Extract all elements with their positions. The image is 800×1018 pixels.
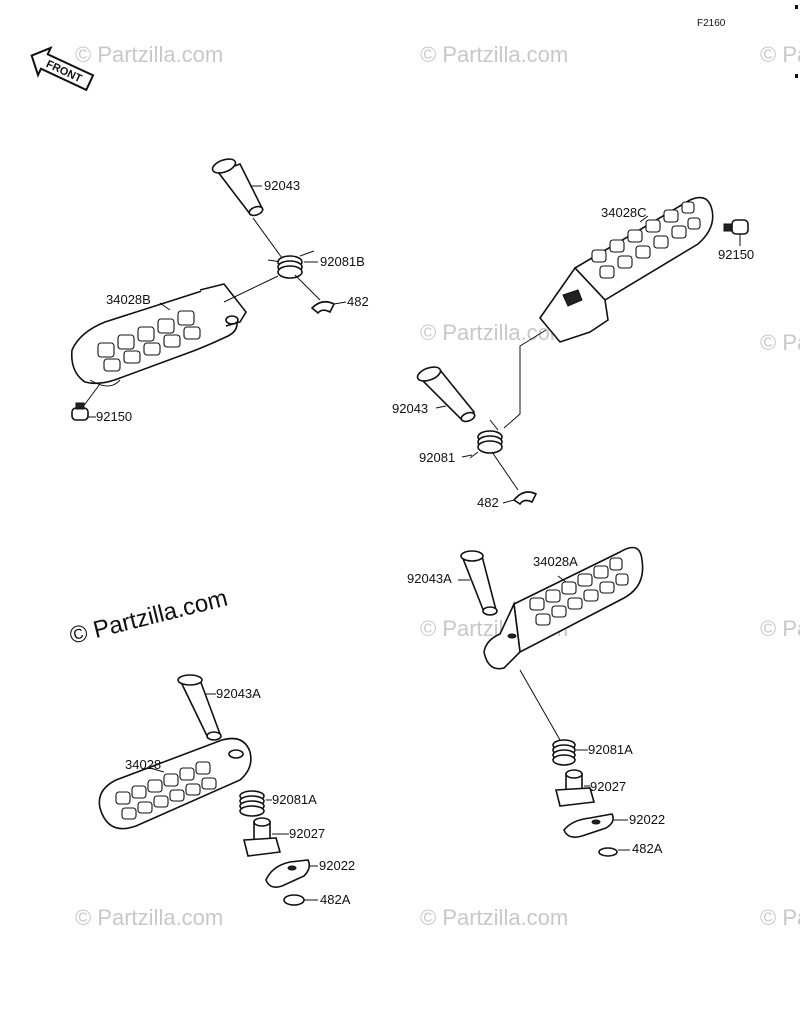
- label-92150: 92150: [96, 409, 132, 424]
- spring-92081a: [239, 790, 265, 817]
- watermark: © Partzilla.com: [75, 905, 223, 930]
- clip-482: [512, 491, 538, 506]
- assembly-top-right: 34028C 92150 92043 92081 482: [392, 196, 754, 510]
- label-92150: 92150: [718, 247, 754, 262]
- footpeg-34028: [98, 737, 252, 830]
- label-92043: 92043: [392, 401, 428, 416]
- footpeg-34028b: [70, 283, 247, 387]
- label-92027: 92027: [289, 826, 325, 841]
- watermark: © Partzilla.com: [420, 905, 568, 930]
- spring-92081: [469, 419, 503, 459]
- watermark: © Partzilla.com: [760, 616, 800, 641]
- pin-92043: [416, 366, 476, 423]
- label-92081: 92081: [419, 450, 455, 465]
- assembly-top-left: 92043 92081B 482 34028B 92150: [70, 158, 369, 424]
- label-92043a: 92043A: [216, 686, 261, 701]
- watermark: © Partzilla.com: [760, 905, 800, 930]
- pin-92043: [211, 158, 264, 217]
- bolt-92150: [723, 219, 749, 235]
- stopper-92027: [554, 769, 596, 807]
- pin-92043a: [460, 550, 498, 616]
- edge-mark: [795, 74, 798, 78]
- label-482: 482: [347, 294, 369, 309]
- label-34028b: 34028B: [106, 292, 151, 307]
- spring-92081a: [552, 739, 576, 766]
- watermark: © Partzilla.com: [420, 42, 568, 67]
- watermark: © Partzilla.com: [75, 42, 223, 67]
- label-34028c: 34028C: [601, 205, 647, 220]
- washer-482a: [598, 847, 618, 857]
- watermark: © Partzilla.com: [420, 320, 568, 345]
- watermark: © Partzilla.com: [760, 42, 800, 67]
- clip-482: [310, 300, 336, 315]
- washer-482a: [283, 894, 305, 906]
- bolt-92150: [71, 402, 89, 421]
- assembly-bottom-left: 92043A 34028 92081A 92027 92022 482A: [98, 674, 355, 907]
- label-34028: 34028: [125, 757, 161, 772]
- footpeg-34028c: [538, 196, 714, 343]
- label-482a: 482A: [632, 841, 663, 856]
- label-92043a: 92043A: [407, 571, 452, 586]
- label-92081b: 92081B: [320, 254, 365, 269]
- label-92043: 92043: [264, 178, 300, 193]
- diagram-code: F2160: [697, 18, 726, 29]
- label-92022: 92022: [629, 812, 665, 827]
- stopper-92027: [242, 817, 282, 857]
- label-482a: 482A: [320, 892, 351, 907]
- spring-92081b: [267, 250, 315, 279]
- plate-92022: [265, 859, 311, 888]
- label-92027: 92027: [590, 779, 626, 794]
- assembly-bottom-right: 92043A 34028A 92081A 92027 92022 482A: [407, 546, 665, 857]
- watermark-main: © Partzilla.com: [67, 585, 230, 650]
- footpeg-34028a: [483, 546, 644, 670]
- edge-mark: [795, 5, 798, 9]
- plate-92022: [563, 813, 614, 838]
- label-92081a: 92081A: [588, 742, 633, 757]
- label-34028a: 34028A: [533, 554, 578, 569]
- label-482: 482: [477, 495, 499, 510]
- pin-92043a: [177, 674, 222, 741]
- label-92081a: 92081A: [272, 792, 317, 807]
- label-92022: 92022: [319, 858, 355, 873]
- watermark: © Partzilla.com: [760, 330, 800, 355]
